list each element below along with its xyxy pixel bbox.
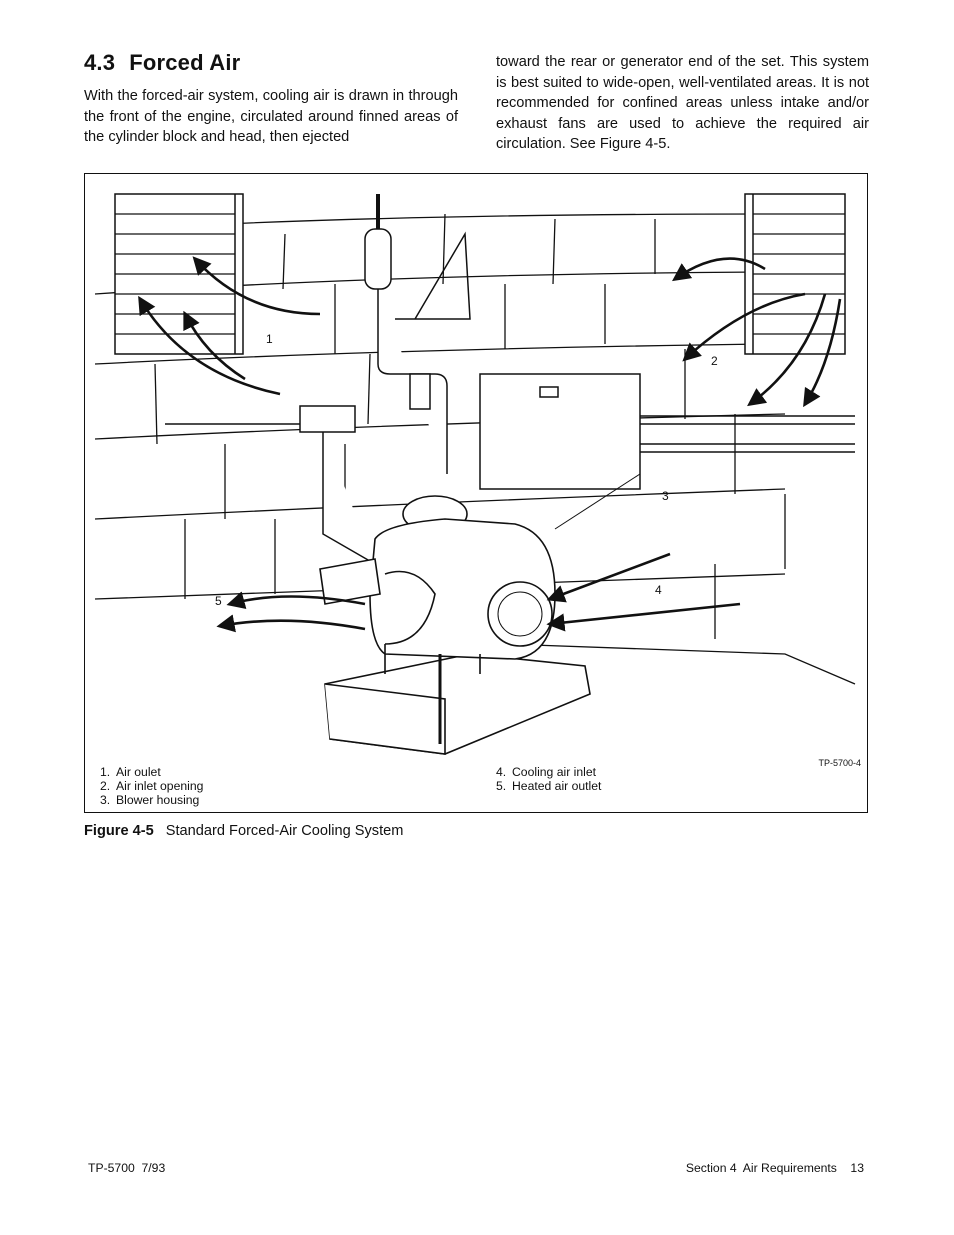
airflow-arrows <box>138 256 842 633</box>
generator-illustration <box>94 193 856 755</box>
figure-id-tag: TP-5700-4 <box>818 758 861 768</box>
callout-4: 4 <box>655 583 662 597</box>
figure-caption-label: Figure 4-5 <box>84 823 154 839</box>
left-louver-vent <box>114 193 244 355</box>
figure-legend-right: 4.Cooling air inlet 5.Heated air outlet <box>496 765 601 793</box>
footer-doc-id: TP-5700 7/93 <box>88 1161 166 1175</box>
callout-3: 3 <box>662 489 669 503</box>
legend-item: 4.Cooling air inlet <box>496 765 597 779</box>
figure-frame: 1 2 3 4 5 TP-5700-4 1.Air oulet 2.Air in… <box>84 173 868 813</box>
section-number: 4.3 <box>84 50 116 75</box>
figure-caption-text: Standard Forced-Air Cooling System <box>165 823 404 839</box>
legend-item: 1.Air oulet <box>100 765 161 779</box>
figure-legend-left: 1.Air oulet 2.Air inlet opening 3.Blower… <box>100 765 203 807</box>
section-heading: 4.3 Forced Air <box>84 50 240 76</box>
section-title: Forced Air <box>129 50 241 75</box>
exhaust-muffler-and-pipe <box>364 194 471 474</box>
callout-5: 5 <box>215 594 222 608</box>
callout-1: 1 <box>266 332 273 346</box>
callout-2: 2 <box>711 354 718 368</box>
figure-caption: Figure 4-5 Standard Forced-Air Cooling Sy… <box>84 823 403 839</box>
legend-item: 3.Blower housing <box>100 793 200 807</box>
control-box <box>479 373 855 490</box>
footer-section-page: Section 4 Air Requirements 13 <box>685 1161 864 1175</box>
legend-item: 2.Air inlet opening <box>100 779 204 793</box>
body-text-right-column: toward the rear or generator end of the … <box>496 54 869 153</box>
right-louver-vent <box>744 193 846 355</box>
wall-switch <box>165 405 376 565</box>
legend-item: 5.Heated air outlet <box>496 779 602 793</box>
generator-set <box>319 495 591 755</box>
body-text-left-column: With the forced-air system, cooling air … <box>84 88 458 146</box>
callout-leaders <box>554 473 641 530</box>
